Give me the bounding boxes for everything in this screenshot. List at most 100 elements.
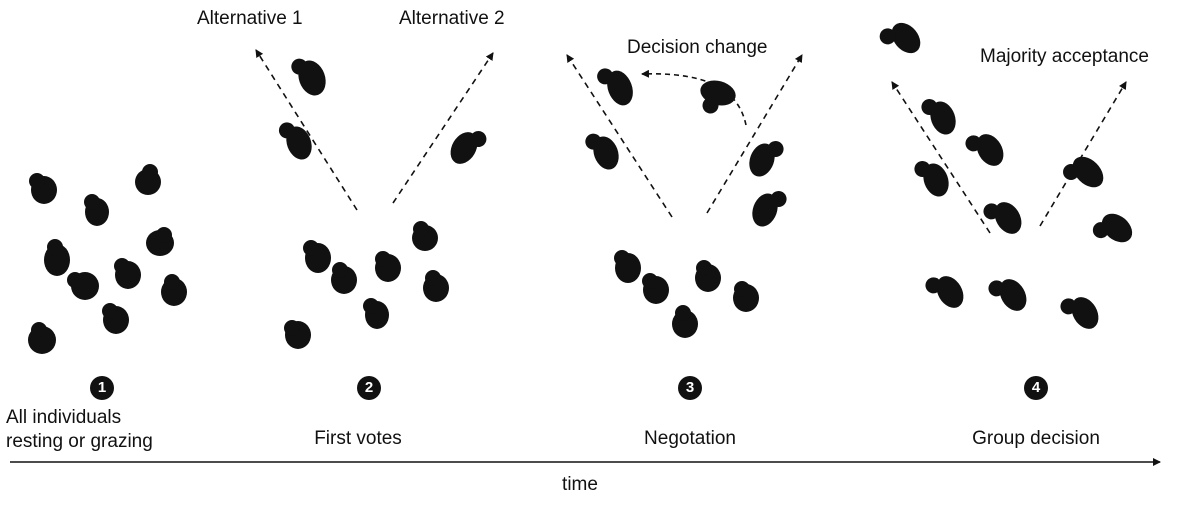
stage-4-caption: Group decision: [972, 428, 1100, 449]
animal-silhouette: [695, 260, 721, 292]
animal-body: [1072, 156, 1104, 188]
animal-silhouette: [672, 305, 698, 338]
animal-silhouette: [749, 140, 784, 177]
animal-head: [84, 194, 100, 210]
animal-silhouette: [29, 173, 57, 204]
alternative-2-arrow: [392, 52, 494, 204]
animal-silhouette: [423, 270, 449, 302]
stage-3-caption: Negotation: [644, 428, 736, 449]
animal-body: [994, 202, 1022, 234]
stage-4-badge: 4: [1024, 376, 1048, 400]
animal-silhouette: [879, 22, 921, 54]
animal-silhouette: [921, 98, 956, 135]
animal-silhouette: [303, 240, 331, 273]
animal-silhouette: [983, 202, 1022, 234]
animal-silhouette: [733, 281, 759, 312]
animal-head: [31, 322, 47, 338]
animal-silhouette: [752, 190, 787, 227]
animal-silhouette: [363, 298, 389, 329]
animal-head: [425, 270, 441, 286]
animal-silhouette: [914, 160, 949, 197]
animal-body: [891, 22, 921, 54]
animal-silhouette: [102, 303, 129, 334]
animal-silhouette: [161, 274, 187, 306]
animal-head: [675, 305, 691, 321]
decision-change-label: Decision change: [627, 37, 768, 58]
animal-silhouette: [614, 250, 641, 283]
stage-1-badge: 1: [90, 376, 114, 400]
animal-body: [999, 279, 1027, 311]
animal-head: [102, 303, 118, 319]
animal-head: [413, 221, 429, 237]
animal-silhouette: [642, 273, 669, 304]
animal-head: [142, 164, 158, 180]
animal-silhouette: [925, 276, 964, 308]
animal-head: [303, 240, 319, 256]
animal-head: [278, 122, 295, 139]
animal-body: [936, 276, 964, 308]
majority-acceptance-label: Majority acceptance: [980, 46, 1149, 67]
animal-silhouette: [1063, 156, 1104, 188]
time-axis-label: time: [562, 474, 598, 495]
animal-head: [1060, 298, 1077, 315]
animal-head: [156, 227, 172, 243]
animal-head: [291, 58, 308, 75]
animal-silhouette: [135, 164, 161, 195]
animal-head: [47, 239, 63, 255]
animal-silhouette: [450, 131, 487, 164]
animal-head: [597, 68, 614, 85]
animal-silhouette: [284, 320, 311, 349]
animal-head: [470, 131, 487, 148]
animal-silhouette: [114, 258, 141, 289]
animal-body: [976, 134, 1004, 166]
animal-silhouette: [291, 58, 326, 96]
stage4-left-arrow: [891, 81, 991, 234]
animal-head: [983, 203, 1000, 220]
stage3-right-arrow: [706, 54, 803, 214]
alternative-1-arrow: [255, 49, 358, 211]
animal-body: [1101, 213, 1133, 243]
decision-change-arrow: [641, 69, 747, 126]
animal-head: [67, 272, 83, 288]
animal-silhouette: [988, 279, 1027, 311]
animal-silhouette: [597, 68, 633, 106]
animal-head: [375, 251, 391, 267]
animal-head: [614, 250, 630, 266]
stage-2-badge: 2: [357, 376, 381, 400]
animal-head: [642, 273, 658, 289]
animal-silhouette: [375, 251, 401, 282]
animal-silhouette: [146, 227, 174, 256]
animal-silhouette: [412, 221, 438, 251]
animal-head: [29, 173, 45, 189]
animal-silhouette: [965, 134, 1004, 166]
animal-head: [696, 260, 712, 276]
animal-head: [284, 320, 300, 336]
animal-silhouette: [278, 122, 312, 160]
animal-head: [585, 133, 602, 150]
animal-head: [363, 298, 379, 314]
animal-silhouette: [1092, 213, 1133, 243]
animal-head: [164, 274, 180, 290]
stage-1-caption-line-2: resting or grazing: [6, 431, 153, 452]
animal-head: [914, 160, 931, 177]
animal-silhouette: [1060, 297, 1099, 329]
animal-body: [607, 70, 633, 106]
animal-head: [879, 28, 896, 45]
animal-head: [921, 98, 938, 115]
animal-silhouette: [84, 194, 109, 226]
animal-head: [332, 262, 348, 278]
alternative-2-label: Alternative 2: [399, 8, 505, 29]
animal-head: [1092, 222, 1109, 239]
animal-head: [734, 281, 750, 297]
animal-group: [28, 22, 1133, 354]
animal-silhouette: [28, 322, 56, 354]
animal-head: [767, 140, 784, 157]
animal-head: [965, 135, 982, 152]
animal-silhouette: [331, 262, 357, 294]
alternative-1-label: Alternative 1: [197, 8, 303, 29]
animal-body: [1071, 297, 1099, 329]
animal-head: [925, 277, 942, 294]
stage-2-caption: First votes: [314, 428, 402, 449]
